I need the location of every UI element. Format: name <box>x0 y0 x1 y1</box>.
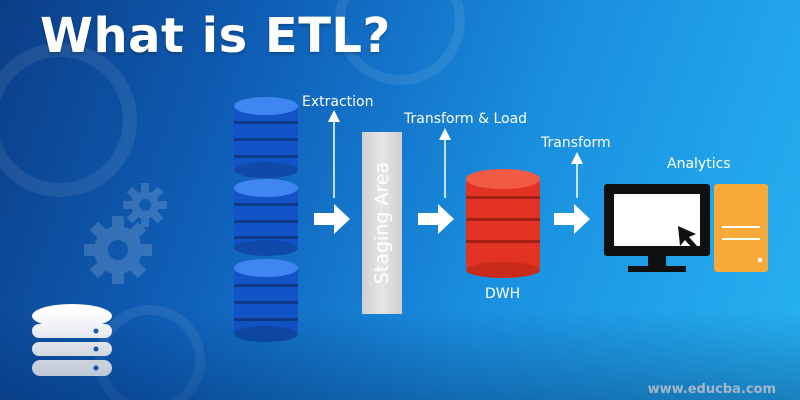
analytics-label: Analytics <box>667 156 731 172</box>
dwh-label: DWH <box>485 286 521 302</box>
source-database-2 <box>234 179 298 256</box>
extraction-label: Extraction <box>302 94 374 110</box>
source-database-1 <box>234 97 298 178</box>
source-database-3 <box>234 259 298 342</box>
dwh-database <box>466 169 540 278</box>
cursor-icon <box>678 226 697 249</box>
watermark: www.educba.com <box>647 382 776 397</box>
transform-load-label: Transform & Load <box>404 111 528 127</box>
transform-label: Transform <box>541 135 611 151</box>
flow-arrow <box>418 204 454 234</box>
monitor-icon <box>604 184 710 272</box>
gear-icon <box>123 183 167 227</box>
staging-area: Staging Area <box>362 132 402 314</box>
gear-icon <box>84 216 152 284</box>
database-icon <box>32 304 112 376</box>
flow-arrow <box>554 204 590 234</box>
flow-arrow <box>314 204 350 234</box>
staging-area-label: Staging Area <box>371 161 393 285</box>
page-title: What is ETL? <box>40 8 391 64</box>
server-icon <box>714 184 768 272</box>
